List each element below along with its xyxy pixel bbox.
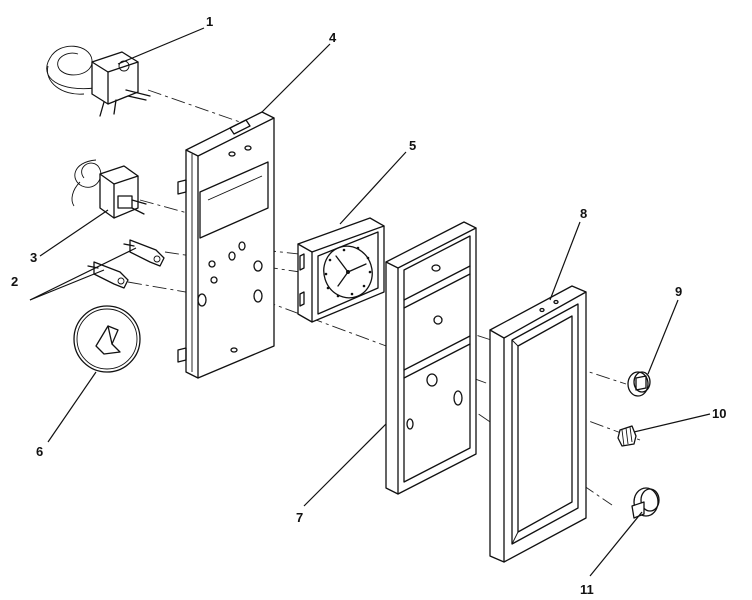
part-11-knob xyxy=(631,487,660,519)
part-8-frame xyxy=(489,285,587,563)
part-5-clock xyxy=(297,217,385,323)
callout-10: 10 xyxy=(712,406,726,421)
callout-labels: 1 4 3 2 5 6 7 8 9 10 11 xyxy=(11,14,726,597)
callout-6: 6 xyxy=(36,444,43,459)
part-4-backplate xyxy=(177,111,275,379)
callout-2: 2 xyxy=(11,274,18,289)
part-7-panel-insert xyxy=(385,221,477,495)
callout-1: 1 xyxy=(206,14,213,29)
callout-8: 8 xyxy=(580,206,587,221)
callout-3: 3 xyxy=(30,250,37,265)
callout-9: 9 xyxy=(675,284,682,299)
part-10-coupler xyxy=(617,425,637,447)
callout-7: 7 xyxy=(296,510,303,525)
part-2-connectors xyxy=(87,239,165,289)
part-9-knob xyxy=(627,371,651,397)
leader-lines xyxy=(29,27,711,577)
part-3-thermostat xyxy=(71,159,147,219)
callout-11: 11 xyxy=(580,582,594,597)
part-6-round-knob xyxy=(73,305,141,373)
callout-5: 5 xyxy=(409,138,416,153)
callout-4: 4 xyxy=(329,30,337,45)
